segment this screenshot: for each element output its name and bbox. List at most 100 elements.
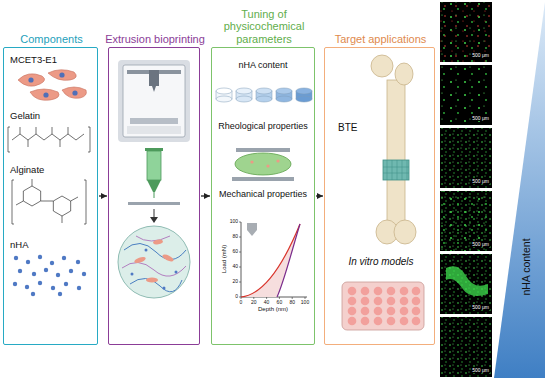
bioprinted-hydrogel-part	[134, 256, 147, 265]
gelatin-structure-part	[28, 140, 29, 147]
tick-label: 60	[277, 300, 283, 305]
tick-label: 60	[232, 249, 238, 254]
microscopy-image-part	[440, 128, 492, 188]
tick-label: 100	[230, 219, 238, 224]
well-plate-illustration-part-part	[348, 317, 357, 326]
alginate-structure	[12, 179, 86, 224]
load-depth-graph-part	[241, 224, 300, 297]
well-plate-illustration-part-part	[387, 317, 396, 326]
load-depth-graph-part	[241, 224, 300, 297]
component-label-holder: nHA	[10, 240, 28, 251]
well-plate-illustration-part-part	[412, 297, 421, 306]
axis-title: Load (mN)	[221, 245, 227, 273]
process-panel: Extrusion bioprinting	[108, 47, 200, 345]
alginate-structure-part	[23, 186, 40, 206]
syringe-nozzle-part	[154, 192, 155, 198]
application-panel: Target applications	[324, 47, 435, 345]
bioprinter-illustration-part	[127, 126, 181, 134]
load-depth-graph-part	[277, 224, 300, 297]
bone-illustration-part	[394, 220, 416, 244]
rheometer-illustration	[232, 148, 294, 181]
nha-disc-series-part	[296, 88, 312, 94]
panel-heading-holder: Tuning of physicochemical parameters	[206, 8, 322, 45]
tick-label-holder: 80	[232, 234, 238, 239]
nanohydroxyapatite-dots-part	[25, 285, 29, 289]
well-plate-illustration-part-part	[400, 307, 409, 316]
gradient-triangle: nHA content	[494, 2, 546, 378]
syringe-nozzle-part	[145, 148, 163, 151]
microscopy-image-part	[440, 2, 492, 62]
cell-illustration-part	[48, 70, 76, 81]
cell-illustration-part	[18, 74, 45, 87]
tick-label-holder: 60	[277, 300, 283, 305]
microscopy-image-part	[440, 2, 492, 62]
tick-label: 20	[251, 300, 257, 305]
tick-label: 0	[235, 294, 238, 299]
alginate-structure-part	[71, 197, 78, 201]
well-plate-illustration-part-part	[400, 317, 409, 326]
bioprinted-hydrogel-part	[153, 239, 164, 245]
nanohydroxyapatite-dots-part	[31, 292, 35, 296]
nha-disc-series-part	[256, 96, 272, 102]
tick-label: 80	[289, 300, 295, 305]
bioprinted-hydrogel-part	[162, 253, 175, 263]
nanohydroxyapatite-dots-part	[50, 261, 54, 265]
nanohydroxyapatite-dots-part	[51, 286, 55, 290]
load-depth-graph-part	[241, 297, 305, 299]
well-plate-illustration-part-part	[361, 307, 370, 316]
syringe-nozzle-part	[154, 209, 155, 218]
tick-label-holder: 60	[232, 249, 238, 254]
nanohydroxyapatite-dots-part	[56, 273, 60, 277]
microscopy-image	[440, 2, 492, 377]
nha-disc-series-part	[216, 96, 232, 102]
bioprinted-hydrogel-part	[130, 278, 182, 291]
bone-scaffold-band	[383, 160, 409, 180]
tick-label: 100	[301, 300, 309, 305]
bone-illustration-part	[371, 55, 393, 77]
well-plate-illustration-part-part	[348, 307, 357, 316]
well-plate-illustration-part-part	[348, 287, 357, 296]
well-plate-illustration-part-part	[374, 297, 383, 306]
bioprinter-illustration-part	[152, 86, 156, 92]
parameter-label: Mechanical properties	[213, 189, 313, 199]
well-plate-illustration-part-part	[400, 297, 409, 306]
bioprinted-hydrogel-part	[124, 243, 186, 259]
alginate-structure-part	[32, 179, 33, 186]
nha-disc-series-part	[276, 96, 292, 102]
well-plate-illustration-part-part	[412, 287, 421, 296]
parameter-label: Rheological properties	[213, 121, 313, 131]
nanohydroxyapatite-dots-part	[26, 260, 30, 264]
microscopy-image-part	[440, 65, 492, 125]
syringe-nozzle-part	[147, 151, 161, 180]
nanohydroxyapatite-dots-part	[14, 256, 18, 260]
nha-disc-series-part	[256, 88, 272, 94]
alginate-structure-part	[84, 180, 86, 224]
cell-nucleus-part	[43, 92, 48, 97]
microscopy-image-part	[440, 254, 492, 314]
scale-bar-label-holder: 500 μm	[471, 368, 490, 373]
bone-illustration-part	[395, 63, 413, 85]
cell-illustration-part	[30, 89, 59, 100]
alginate-structure-part	[62, 216, 63, 223]
parameter-label-holder: Mechanical properties	[213, 189, 313, 199]
tick-label: 40	[264, 300, 270, 305]
panel-heading-holder: Target applications	[319, 33, 442, 45]
bone-illustration-part	[387, 80, 405, 225]
microscopy-image-part	[440, 254, 492, 314]
nanohydroxyapatite-dots-part	[69, 269, 73, 273]
bioprinter-illustration	[118, 60, 190, 142]
tick-label: 0	[240, 300, 243, 305]
nha-disc-series-part	[236, 96, 252, 102]
syringe-nozzle-part	[150, 217, 158, 223]
nanohydroxyapatite-dots-part	[38, 281, 42, 285]
bioprinted-hydrogel-part	[131, 273, 134, 276]
nanohydroxyapatite-dots-part	[13, 282, 17, 286]
application-label-holder: BTE	[338, 122, 357, 133]
rheometer-illustration-part	[235, 153, 291, 175]
scale-bar-label: 500 μm	[471, 242, 490, 247]
rheometer-illustration-part	[250, 160, 253, 163]
well-plate-illustration-part-part	[387, 297, 396, 306]
bioprinted-hydrogel-part	[136, 236, 170, 241]
microscopy-image-part	[440, 191, 492, 251]
